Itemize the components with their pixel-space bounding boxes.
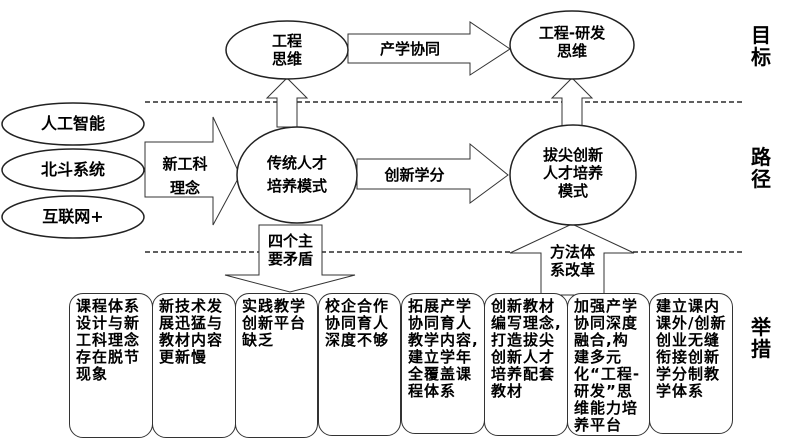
traditional-model-label: 传统人才 培养模式 bbox=[266, 154, 327, 195]
innovation-credit-label: 创新学分 bbox=[384, 166, 445, 184]
four-contradictions-label: 四个主 要矛盾 bbox=[267, 232, 313, 268]
new-engineering-arrow bbox=[144, 116, 241, 226]
section-label-path: 路 径 bbox=[751, 145, 771, 191]
measure-card-7: 加强产学协同深度融合,构建多元化“工程-研发”思维能力培养平台 bbox=[567, 293, 650, 436]
innovation-credit-arrow bbox=[356, 142, 509, 204]
traditional-model-ellipse bbox=[236, 126, 358, 224]
up-arrow-right bbox=[550, 77, 594, 128]
engineering-rd-thinking-label: 工程-研发 思维 bbox=[538, 24, 606, 60]
industry-academia-arrow bbox=[347, 21, 511, 76]
method-reform-label: 方法体 系改革 bbox=[549, 243, 595, 279]
new-engineering-concept-label: 新工科 理念 bbox=[162, 155, 208, 197]
driver-internet: 互联网+ bbox=[42, 207, 104, 226]
measure-card-2: 新技术发展迅猛与教材内容更新慢 bbox=[152, 293, 236, 438]
driver-ai: 人工智能 bbox=[40, 114, 105, 133]
measure-card-8: 建立课内课外/创新创业无缝衔接创新学分制教学体系 bbox=[649, 293, 733, 434]
topnotch-model-ellipse bbox=[509, 124, 637, 226]
method-reform-arrow bbox=[509, 223, 635, 296]
measure-card-6: 创新教材编写理念,打造拔尖创新人才培养配套教材 bbox=[484, 293, 568, 436]
measure-card-3: 实践教学创新平台缺乏 bbox=[235, 293, 318, 438]
measure-card-5: 拓展产学协同育人教学内容,建立学年全覆盖课程体系 bbox=[401, 293, 485, 434]
section-label-goal: 目 标 bbox=[751, 23, 771, 69]
engineering-thinking-ellipse bbox=[225, 20, 349, 80]
topnotch-model-label: 拔尖创新 人才培养 模式 bbox=[542, 146, 603, 200]
up-arrow-left bbox=[265, 77, 309, 128]
driver-beidou: 北斗系统 bbox=[40, 160, 105, 179]
driver-ellipse-beidou bbox=[1, 148, 145, 192]
four-contradictions-arrow bbox=[224, 224, 356, 293]
measure-card-1: 课程体系设计与新工科理念存在脱节现象 bbox=[69, 293, 153, 438]
section-label-measures: 举 措 bbox=[751, 315, 771, 361]
driver-ellipse-ai bbox=[1, 102, 145, 146]
measure-card-4: 校企合作协同育人深度不够 bbox=[318, 293, 401, 436]
driver-ellipse-internet bbox=[1, 195, 145, 239]
industry-academia-label: 产学协同 bbox=[379, 40, 440, 58]
engineering-rd-thinking-ellipse bbox=[509, 10, 635, 80]
engineering-thinking-label: 工程 思维 bbox=[271, 32, 302, 68]
